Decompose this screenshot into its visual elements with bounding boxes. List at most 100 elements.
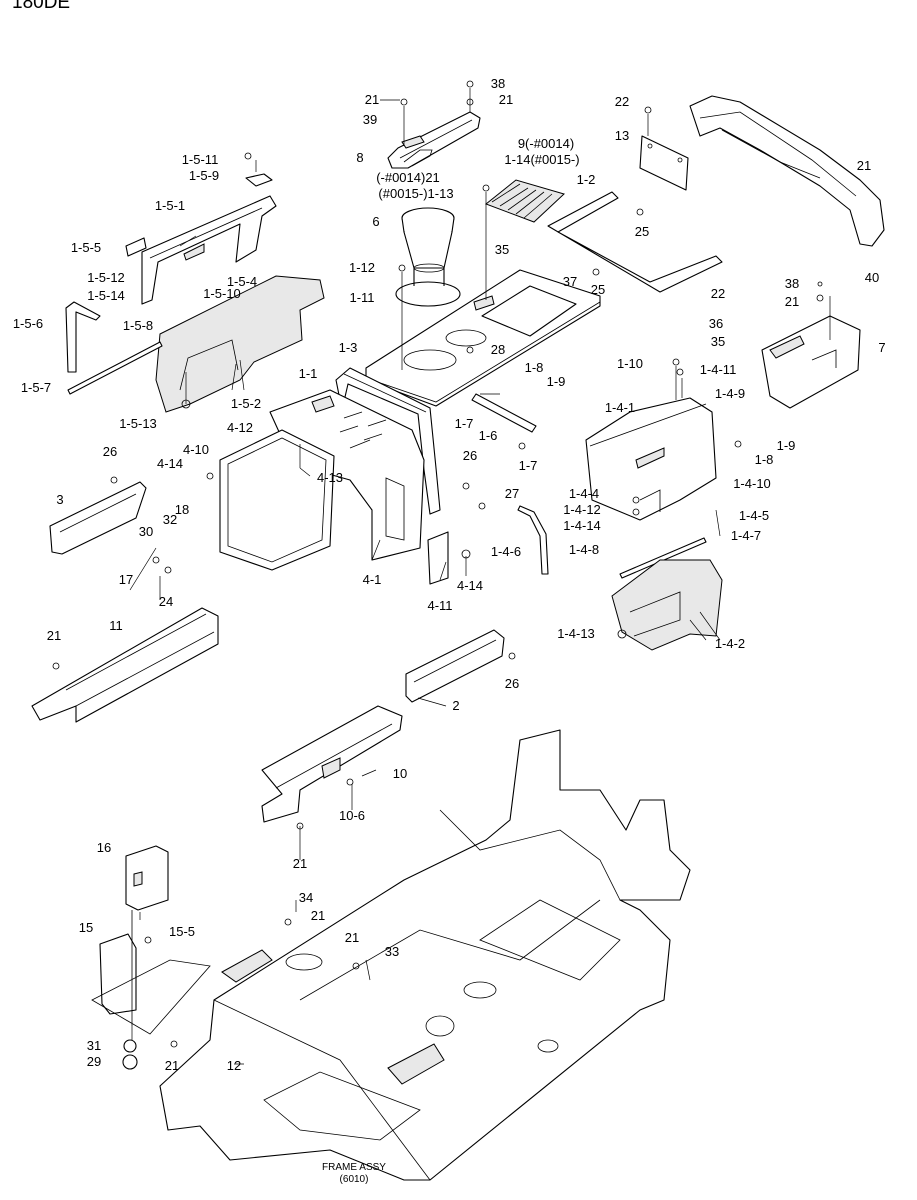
part-1-5-5-bracket <box>125 237 147 257</box>
part-2-channel <box>405 629 505 703</box>
part-1-4-2-insulation <box>611 559 723 651</box>
callout-label: (-#0014)21 <box>376 170 440 185</box>
callout-label: 4-10 <box>183 442 209 457</box>
callout-label: 1-11 <box>349 290 374 305</box>
callout-label: 16 <box>97 840 111 855</box>
callout-label: 4-14 <box>457 578 483 593</box>
callout-label: 21 <box>165 1058 179 1073</box>
callout-label: 1-10 <box>617 356 643 371</box>
callout-label: 21 <box>499 92 513 107</box>
callout-label: 29 <box>87 1054 101 1069</box>
callout-label: 1-4-13 <box>557 626 595 641</box>
callout-label: 7 <box>878 340 885 355</box>
callout-label: 1-5-1 <box>155 198 185 213</box>
callout-label: 1-5-8 <box>123 318 153 333</box>
callout-label: 32 <box>163 512 177 527</box>
callout-label: 1-5-7 <box>21 380 51 395</box>
caption-line1: FRAME ASSY <box>322 1162 386 1173</box>
callout-label: 24 <box>159 594 173 609</box>
callout-label: 1-4-4 <box>569 486 599 501</box>
callout-label: 4-12 <box>227 420 253 435</box>
part-7-cover <box>761 315 861 409</box>
part-1-5-9-clip <box>244 152 273 187</box>
part-9-mesh-panel <box>485 179 565 223</box>
callout-label: 12 <box>227 1058 241 1073</box>
callout-label: 33 <box>385 944 399 959</box>
callout-label: 1-3 <box>339 340 358 355</box>
callout-label: 26 <box>103 444 117 459</box>
part-1-6-shaft <box>471 393 537 433</box>
part-1-2-bracket <box>547 191 723 293</box>
part-1-4-1-side-cover <box>585 397 717 521</box>
callout-label: 1-7 <box>519 458 538 473</box>
callout-label: 22 <box>615 94 629 109</box>
callout-label: 28 <box>491 342 505 357</box>
callout-label: 1-5-4 <box>227 274 257 289</box>
callout-label: 25 <box>635 224 649 239</box>
callout-label: 1-5-12 <box>87 270 125 285</box>
caption-line2: (6010) <box>340 1174 369 1185</box>
callout-label: 1-5-13 <box>119 416 157 431</box>
callout-label: (#0015-)1-13 <box>378 186 453 201</box>
callout-label: 13 <box>615 128 629 143</box>
callout-label: 1-4-1 <box>605 400 635 415</box>
callout-label: 10 <box>393 766 407 781</box>
part-4-10-filter-frame <box>219 429 335 571</box>
callout-label: 1-5-6 <box>13 316 43 331</box>
part-1-5-7-strip <box>67 341 163 395</box>
callout-label: 4-13 <box>317 470 343 485</box>
callout-label: 1-14(#0015-) <box>504 152 579 167</box>
callout-label: 2 <box>452 698 459 713</box>
callout-label: 3 <box>56 492 63 507</box>
callout-label: 21 <box>857 158 871 173</box>
callout-label: 40 <box>865 270 879 285</box>
callout-label: 11 <box>109 618 123 633</box>
callout-label: 21 <box>311 908 325 923</box>
callout-label: 1-1 <box>299 366 318 381</box>
callout-label: 1-9 <box>777 438 796 453</box>
callout-label: 4-11 <box>427 598 452 613</box>
callout-label: 1-4-14 <box>563 518 601 533</box>
callout-label: 1-4-9 <box>715 386 745 401</box>
part-40-hood-frame <box>689 95 885 247</box>
part-1-1-hoop-frame <box>335 367 441 515</box>
callout-label: 27 <box>505 486 519 501</box>
callout-label: 18 <box>175 502 189 517</box>
callout-label: 1-4-10 <box>733 476 771 491</box>
part-16-box <box>125 845 169 911</box>
part-8-cover-plate <box>387 111 481 169</box>
callout-label: 1-5-14 <box>87 288 125 303</box>
callout-label: 1-4-11 <box>700 362 737 377</box>
part-1-5-6-rod <box>65 301 101 373</box>
callout-label: 21 <box>293 856 307 871</box>
callout-label: 1-4-2 <box>715 636 745 651</box>
callout-label: 1-7 <box>455 416 474 431</box>
callout-label: 1-5-10 <box>203 286 241 301</box>
callout-label: 39 <box>363 112 377 127</box>
callout-label: 30 <box>139 524 153 539</box>
callout-label: 38 <box>785 276 799 291</box>
part-11-channel <box>31 607 219 723</box>
callout-label: 21 <box>785 294 799 309</box>
callout-label: 1-6 <box>479 428 498 443</box>
callout-label: 21 <box>345 930 359 945</box>
callout-label: 1-4-5 <box>739 508 769 523</box>
part-1-3-top-plate <box>365 269 601 407</box>
part-1-4-7-strip <box>619 537 707 579</box>
callout-label: 1-12 <box>349 260 375 275</box>
part-1-4-6-strip <box>517 505 549 575</box>
callout-label: 1-5-11 <box>182 152 219 167</box>
callout-label: 1-9 <box>547 374 566 389</box>
callout-label: 1-2 <box>577 172 596 187</box>
callout-label: 38 <box>491 76 505 91</box>
callout-label: 4-1 <box>363 572 382 587</box>
callout-label: 1-4-12 <box>563 502 601 517</box>
callout-label: 1-5-2 <box>231 396 261 411</box>
callout-label: 26 <box>505 676 519 691</box>
callout-label: 21 <box>365 92 379 107</box>
callout-label: 1-4-8 <box>569 542 599 557</box>
part-13-plate <box>639 135 689 191</box>
callout-label: 15-5 <box>169 924 195 939</box>
